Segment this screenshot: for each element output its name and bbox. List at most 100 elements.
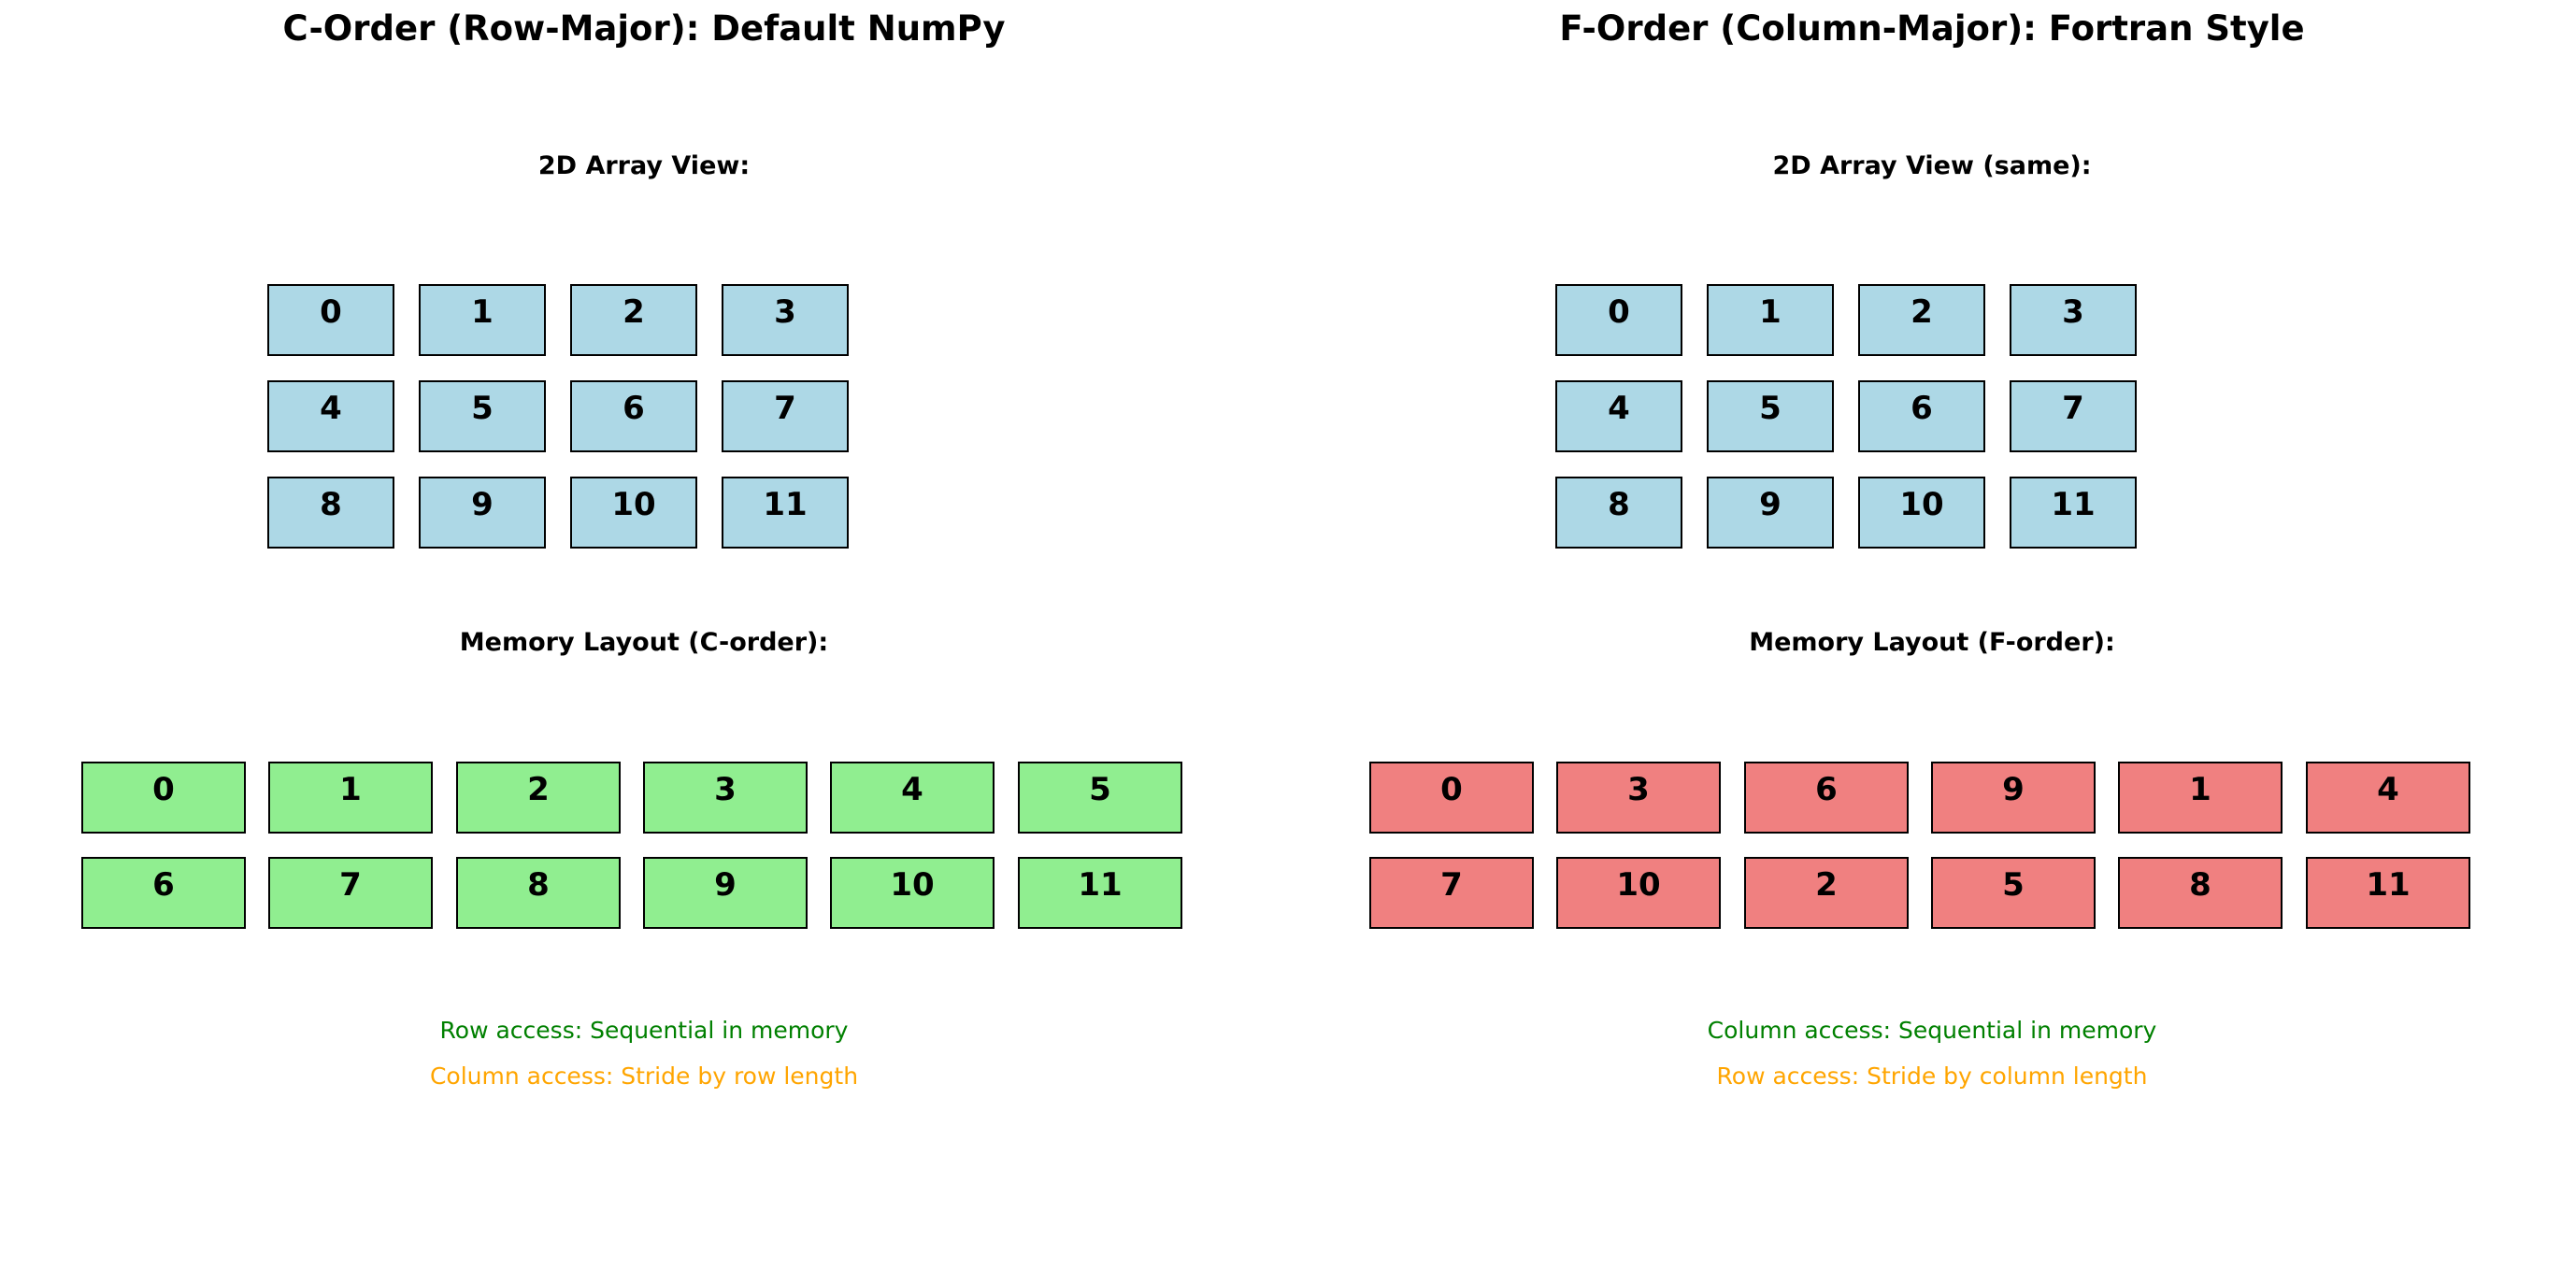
array-cell-value: 11 <box>763 486 808 523</box>
array-cell: 6 <box>570 380 697 452</box>
array-cell: 10 <box>1858 477 1985 549</box>
array-cell: 4 <box>267 380 394 452</box>
memory-cell: 4 <box>830 762 995 834</box>
memory-cell: 11 <box>2306 857 2470 929</box>
array-cell-value: 2 <box>1911 293 1933 331</box>
array-cell: 0 <box>1555 284 1682 356</box>
memory-cell-value: 11 <box>2366 866 2411 904</box>
memory-cell-value: 4 <box>2377 771 2399 808</box>
panel-c-order: C-Order (Row-Major): Default NumPy 2D Ar… <box>81 8 1182 1090</box>
array-cell: 11 <box>722 477 849 549</box>
memory-cell-value: 2 <box>1815 866 1838 904</box>
panel-title: C-Order (Row-Major): Default NumPy <box>282 8 1006 49</box>
memory-cell: 3 <box>1556 762 1721 834</box>
memory-cell-value: 7 <box>1440 866 1463 904</box>
memory-cell: 6 <box>1744 762 1909 834</box>
array-cell: 9 <box>419 477 546 549</box>
memory-cell-value: 2 <box>527 771 550 808</box>
array-cell-value: 5 <box>1759 390 1782 427</box>
memory-cell: 7 <box>1369 857 1534 929</box>
array-cell-value: 8 <box>320 486 342 523</box>
memory-cell: 4 <box>2306 762 2470 834</box>
array-cell: 3 <box>2010 284 2137 356</box>
array-cell: 5 <box>419 380 546 452</box>
memory-cell: 0 <box>81 762 246 834</box>
stride-access-note: Column access: Stride by row length <box>429 1062 859 1090</box>
memory-cell: 8 <box>456 857 621 929</box>
panel-title: F-Order (Column-Major): Fortran Style <box>1559 8 2305 49</box>
memory-cell: 11 <box>1018 857 1182 929</box>
array-cell: 5 <box>1707 380 1834 452</box>
memory-cell-value: 6 <box>1815 771 1838 808</box>
array-cell: 4 <box>1555 380 1682 452</box>
panel-f-order: F-Order (Column-Major): Fortran Style 2D… <box>1288 0 2576 1269</box>
memory-cell: 10 <box>830 857 995 929</box>
array-cell: 7 <box>2010 380 2137 452</box>
memory-cell-value: 5 <box>2002 866 2025 904</box>
array-cell: 1 <box>1707 284 1834 356</box>
array-cell-value: 5 <box>471 390 494 427</box>
array-cell: 2 <box>570 284 697 356</box>
array-cell: 7 <box>722 380 849 452</box>
memory-cell: 6 <box>81 857 246 929</box>
memory-cell-value: 11 <box>1078 866 1123 904</box>
array-cell: 10 <box>570 477 697 549</box>
memory-cell: 5 <box>1018 762 1182 834</box>
array-cell-value: 10 <box>611 486 656 523</box>
memory-cell-value: 9 <box>2002 771 2025 808</box>
array-cell-value: 0 <box>1608 293 1630 331</box>
array-cell-value: 1 <box>1759 293 1782 331</box>
array-cell-value: 7 <box>774 390 796 427</box>
array-cell-value: 6 <box>1911 390 1933 427</box>
memory-cell-value: 3 <box>1627 771 1650 808</box>
memory-cell: 9 <box>643 857 808 929</box>
array-cell-value: 4 <box>1608 390 1630 427</box>
array-cell: 11 <box>2010 477 2137 549</box>
memory-cell-value: 1 <box>2189 771 2211 808</box>
array-cell-value: 3 <box>2062 293 2084 331</box>
array-cell-value: 10 <box>1899 486 1944 523</box>
array-cell-value: 0 <box>320 293 342 331</box>
memory-cell-value: 3 <box>714 771 737 808</box>
array-cell: 2 <box>1858 284 1985 356</box>
memory-cell: 5 <box>1931 857 2096 929</box>
array-cell-value: 9 <box>471 486 494 523</box>
array-cell-value: 9 <box>1759 486 1782 523</box>
sequential-access-note: Column access: Sequential in memory <box>1707 1017 2157 1044</box>
memory-cell-value: 1 <box>339 771 362 808</box>
array-cell: 8 <box>1555 477 1682 549</box>
array-cell-value: 1 <box>471 293 494 331</box>
array-view-label: 2D Array View (same): <box>1772 151 2092 180</box>
memory-cell: 10 <box>1556 857 1721 929</box>
memory-layout-label: Memory Layout (F-order): <box>1749 628 2115 657</box>
array-cell-value: 2 <box>623 293 645 331</box>
memory-layout-label: Memory Layout (C-order): <box>459 628 829 657</box>
sequential-access-note: Row access: Sequential in memory <box>439 1017 849 1044</box>
array-cell: 8 <box>267 477 394 549</box>
memory-cell: 9 <box>1931 762 2096 834</box>
array-cell: 6 <box>1858 380 1985 452</box>
memory-cell: 2 <box>1744 857 1909 929</box>
array-cell: 3 <box>722 284 849 356</box>
memory-cell: 7 <box>268 857 433 929</box>
stride-access-note: Row access: Stride by column length <box>1716 1062 2148 1090</box>
array-cell-value: 8 <box>1608 486 1630 523</box>
memory-cell-value: 9 <box>714 866 737 904</box>
memory-cell: 1 <box>268 762 433 834</box>
memory-cell-value: 0 <box>152 771 175 808</box>
memory-cell: 8 <box>2118 857 2283 929</box>
memory-cell-value: 10 <box>1616 866 1661 904</box>
array-cell-value: 4 <box>320 390 342 427</box>
memory-cell-value: 8 <box>527 866 550 904</box>
memory-cell-value: 0 <box>1440 771 1463 808</box>
memory-cell-value: 7 <box>339 866 362 904</box>
array-cell-value: 11 <box>2051 486 2096 523</box>
array-cell: 1 <box>419 284 546 356</box>
array-cell-value: 7 <box>2062 390 2084 427</box>
memory-cell: 1 <box>2118 762 2283 834</box>
array-view-label: 2D Array View: <box>537 151 751 180</box>
array-cell-value: 3 <box>774 293 796 331</box>
memory-cell: 3 <box>643 762 808 834</box>
array-cell: 9 <box>1707 477 1834 549</box>
